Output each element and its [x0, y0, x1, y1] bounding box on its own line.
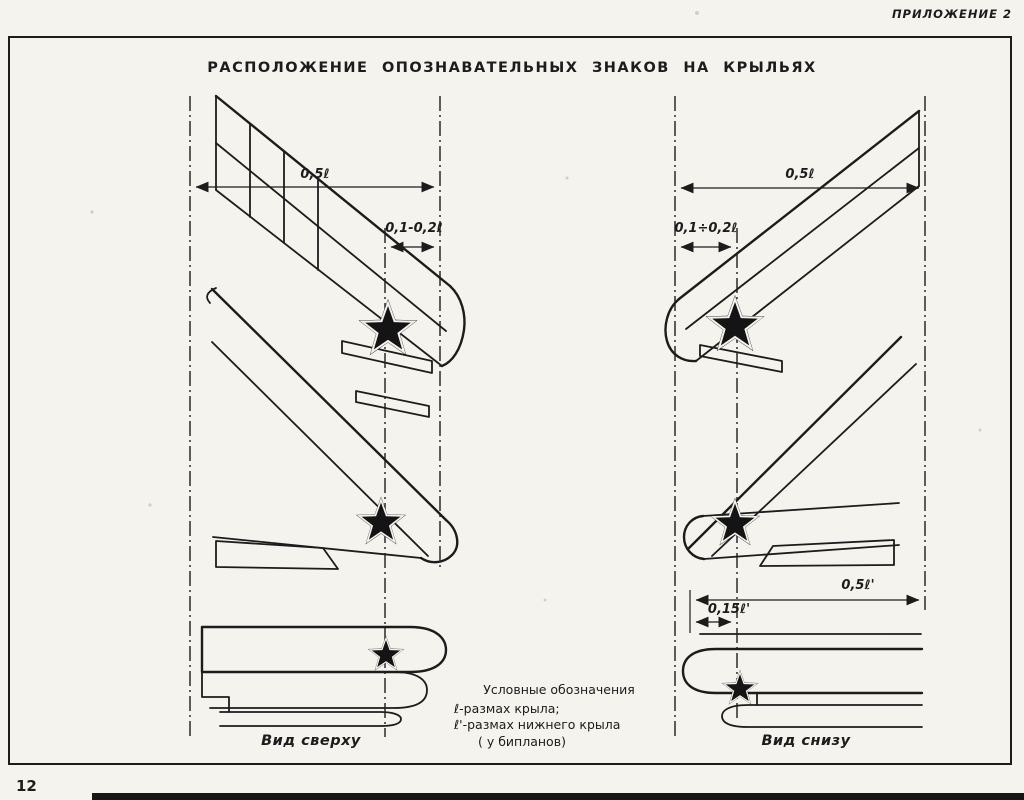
- dim-label-right-half-span: 0,5ℓ: [785, 167, 815, 182]
- diagram-title: РАСПОЛОЖЕНИЕ ОПОЗНАВАТЕЛЬНЫХ ЗНАКОВ НА К…: [207, 60, 817, 76]
- right-dimension-lines: [680, 182, 920, 633]
- star-insignia-plan-icon: [721, 669, 759, 706]
- left-wing-drawing: [189, 94, 466, 737]
- dim-label-lower-half-span: 0,5ℓ': [841, 578, 875, 593]
- star-insignia-upper-icon: [704, 294, 766, 353]
- dim-label-right-star-offset: 0,1÷0,2ℓ: [674, 221, 738, 236]
- caption-view-from-below: Вид снизу: [761, 733, 851, 749]
- dim-label-lower-star-offset: 0,15ℓ': [707, 602, 751, 617]
- legend-line-biplanes: ( у бипланов): [478, 733, 566, 749]
- scan-specks: [90, 11, 982, 602]
- star-insignia-middle-icon: [355, 495, 407, 546]
- legend-heading: Условные обозначения: [483, 682, 635, 697]
- scan-artifact-bar: [92, 793, 1024, 800]
- page-number: 12: [16, 777, 37, 795]
- star-insignia-plan-icon: [367, 635, 405, 672]
- right-wing-drawing: [664, 96, 926, 740]
- caption-view-from-above: Вид сверху: [261, 733, 361, 749]
- left-axis-lines: [189, 96, 441, 737]
- legend-line-wing-span: ℓ-размах крыла;: [454, 700, 560, 716]
- dim-label-left-half-span: 0,5ℓ: [300, 167, 330, 182]
- right-wing-outline: [664, 109, 924, 728]
- dim-label-left-star-offset: 0,1-0,2ℓ: [385, 221, 443, 236]
- legend-block: Условные обозначения ℓ-размах крыла; ℓ'-…: [454, 682, 664, 750]
- left-dimension-lines: [195, 181, 435, 253]
- star-insignia-middle-icon: [709, 496, 761, 547]
- right-axis-lines: [674, 96, 926, 740]
- diagram-frame: [8, 36, 1012, 765]
- left-wing-outline: [200, 94, 466, 727]
- legend-line-lower-wing-span: ℓ'-размах нижнего крыла: [454, 717, 621, 732]
- appendix-label: ПРИЛОЖЕНИЕ 2: [891, 7, 1012, 21]
- left-star-insignias: [355, 298, 419, 672]
